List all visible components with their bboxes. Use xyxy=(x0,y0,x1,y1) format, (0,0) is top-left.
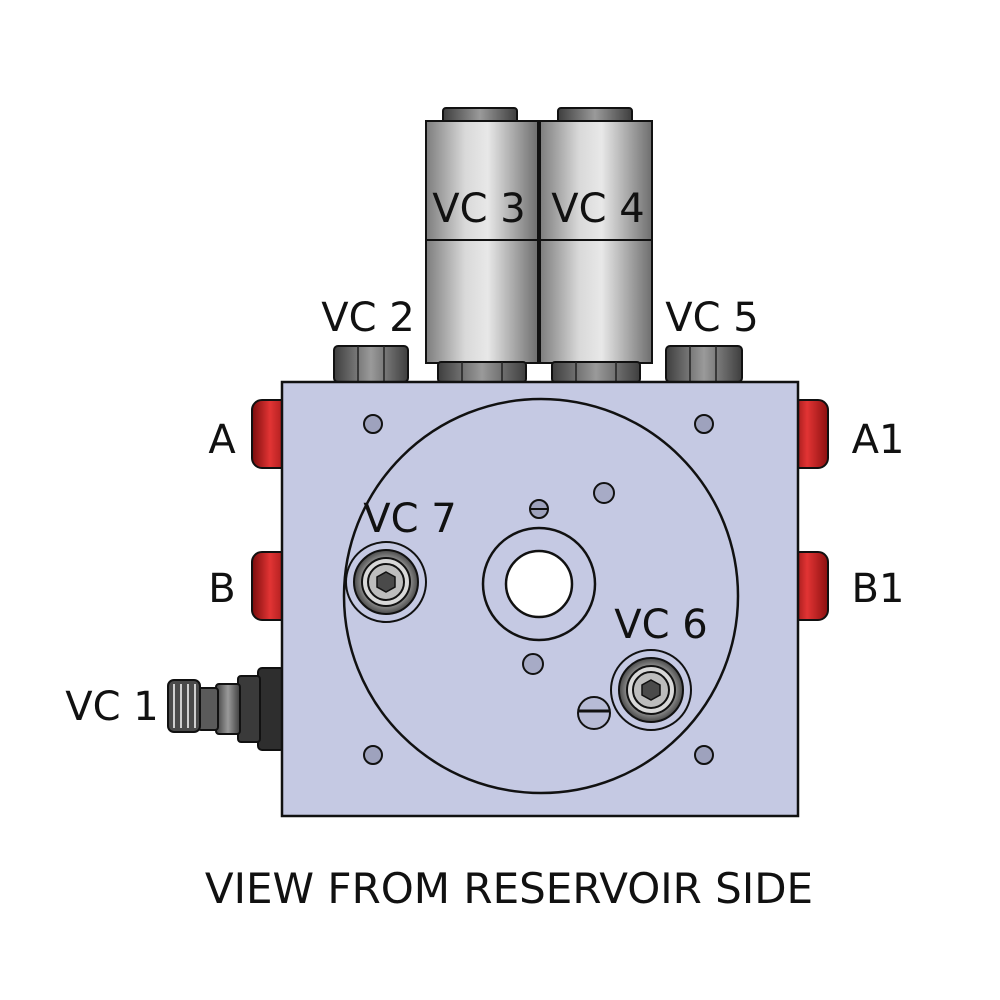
label-vc2: VC 2 xyxy=(321,295,414,341)
label-vc4: VC 4 xyxy=(551,186,644,232)
label-port-b1: B1 xyxy=(852,566,905,612)
vc6-adjuster xyxy=(610,649,692,731)
flange-small-holes xyxy=(522,482,615,675)
label-vc3: VC 3 xyxy=(432,186,525,232)
slotted-plug xyxy=(577,696,611,730)
label-port-b: B xyxy=(208,566,235,612)
vc1-fitting xyxy=(167,667,285,751)
label-vc7: VC 7 xyxy=(363,496,456,542)
label-vc1: VC 1 xyxy=(65,684,158,730)
vc2-nut xyxy=(333,345,409,383)
reservoir-flange-circle xyxy=(342,397,740,795)
vc3-coil xyxy=(425,107,539,383)
central-port xyxy=(481,526,597,642)
label-port-a: A xyxy=(208,417,236,463)
label-vc6: VC 6 xyxy=(614,602,707,648)
label-vc5: VC 5 xyxy=(665,295,758,341)
vc7-adjuster xyxy=(345,541,427,623)
vc5-nut xyxy=(665,345,743,383)
vc4-coil xyxy=(539,107,653,383)
mounting-holes xyxy=(363,414,714,765)
label-port-a1: A1 xyxy=(852,417,905,463)
view-caption: VIEW FROM RESERVOIR SIDE xyxy=(205,864,813,913)
